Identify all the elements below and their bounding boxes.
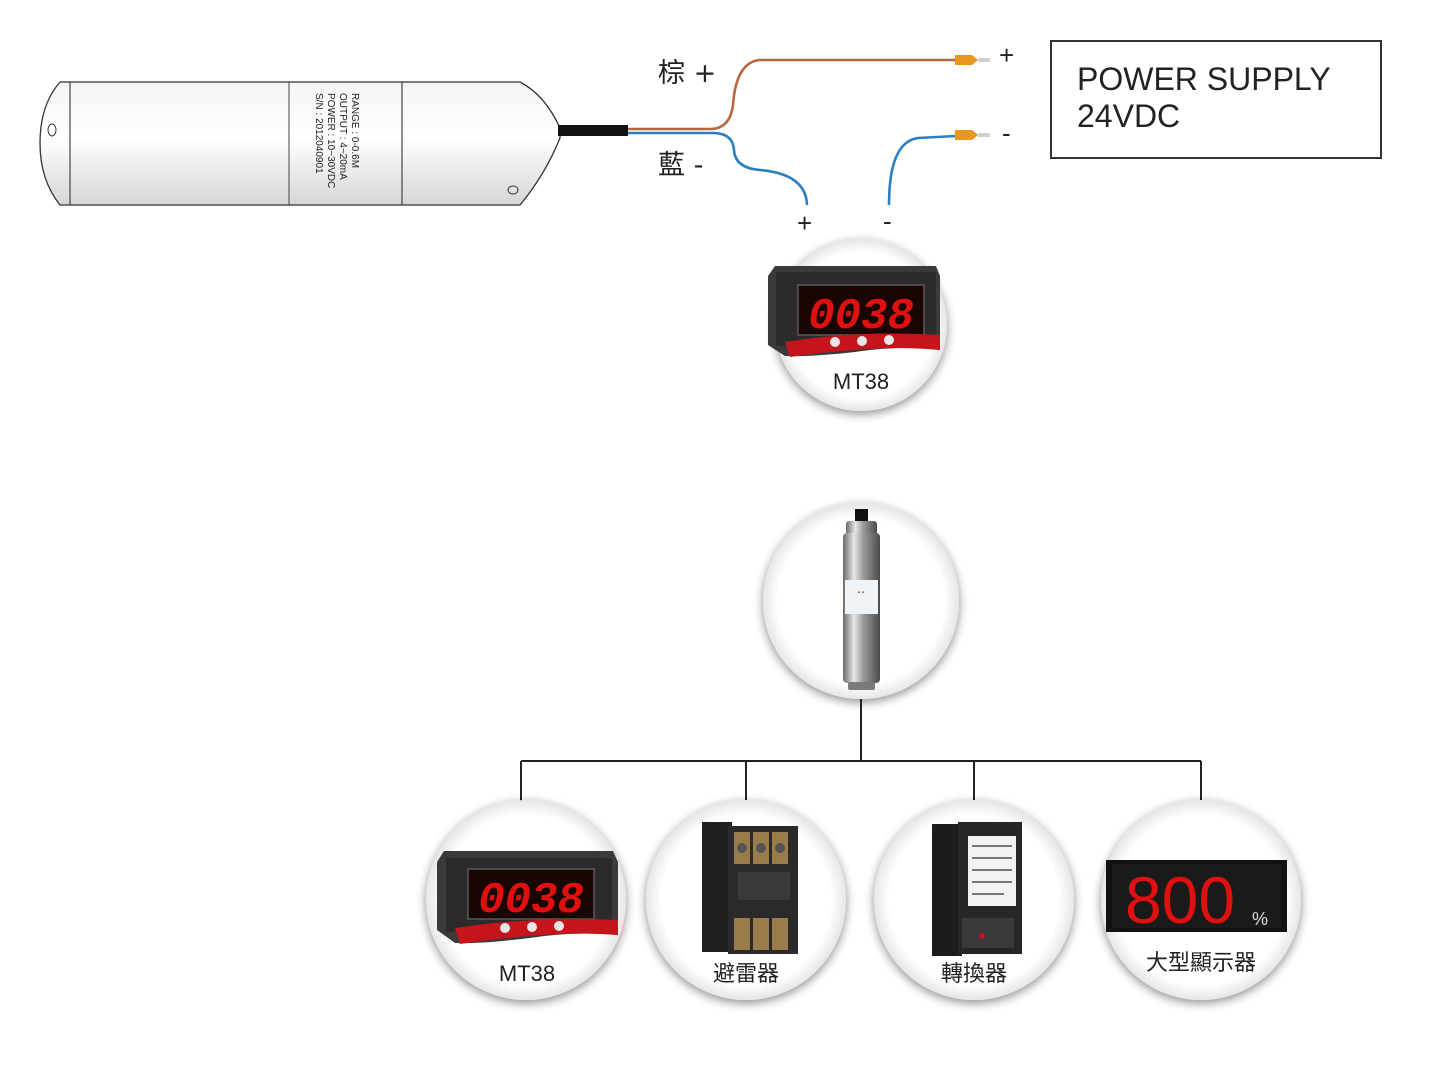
device-circle-converter: 轉換器 [874,800,1074,1000]
device-mt38-caption: MT38 [499,961,555,986]
sensor-label-plate: RANGE : 0-0.6M OUTPUT : 4~20mA POWER : 1… [313,93,360,188]
large-display-value: 800 [1125,863,1235,937]
device-converter-caption: 轉換器 [941,962,1007,987]
device-large-display-caption: 大型顯示器 [1146,951,1256,976]
connector-plus [955,55,990,65]
signal-converter-icon [932,822,1022,956]
device-circle-surge-arrester: 避雷器 [646,800,846,1000]
meter-minus-sign: - [883,206,892,236]
device-circle-mt38: 0038 MT38 [426,800,626,1000]
sensor-output: OUTPUT : 4~20mA [337,93,348,180]
large-display-icon: 800 % [1106,860,1287,937]
panel-meter-icon: 0038 [768,266,940,357]
surge-arrester-icon [702,822,798,954]
power-supply-voltage: 24VDC [1077,98,1180,134]
panel-meter-icon: 0038 [437,851,618,944]
device-circle-large-display: 800 % 大型顯示器 [1101,800,1301,1000]
meter-circle-top: 0038 MT38 [768,239,947,411]
sensor-power: POWER : 10~30VDC [325,93,336,188]
distribution-lines [520,699,1202,806]
power-supply-box: POWER SUPPLY 24VDC [1050,40,1382,159]
device-surge-caption: 避雷器 [713,962,779,987]
supply-minus-sign: - [1002,118,1011,148]
power-supply-title: POWER SUPPLY [1077,61,1331,97]
device-mt38-display: 0038 [478,876,584,926]
meter-plus-sign: + [797,208,812,238]
supply-plus-sign: + [999,40,1014,70]
steel-sensor-icon: ▪ ▪ [843,509,880,690]
pressure-sensor: RANGE : 0-0.6M OUTPUT : 4~20mA POWER : 1… [39,81,628,206]
brown-wire-label: 棕 + [658,58,716,89]
sensor-range: RANGE : 0-0.6M [349,93,360,168]
connector-minus [955,130,990,140]
sensor-circle-center: ▪ ▪ [763,503,959,699]
sensor-cable [558,125,628,136]
svg-text:▪ ▪: ▪ ▪ [858,590,864,596]
wiring: 棕 + 藍 - + - + - [628,40,1014,238]
meter-top-caption: MT38 [833,369,889,394]
sensor-serial: S/N : 2012040901 [313,93,324,174]
brown-wire [628,58,956,131]
large-display-unit: % [1252,909,1268,929]
blue-wire-to-meter [628,131,809,206]
blue-wire-label: 藍 - [658,150,703,181]
blue-wire-to-supply [887,134,957,206]
